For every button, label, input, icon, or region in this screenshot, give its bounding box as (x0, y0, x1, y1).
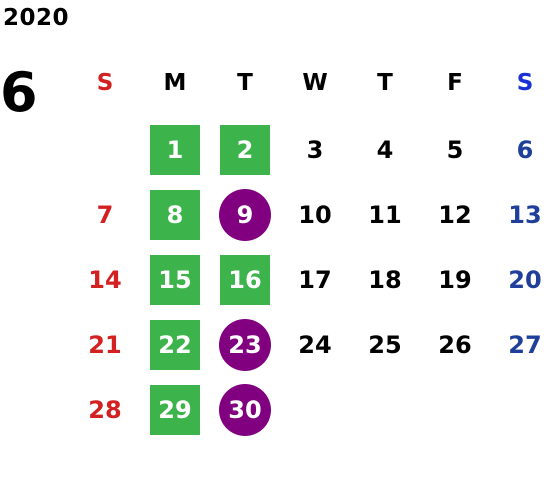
day-cell[interactable]: 12 (420, 190, 490, 240)
day-number: 16 (228, 266, 262, 294)
day-cell[interactable]: 5 (420, 125, 490, 175)
day-number: 23 (228, 331, 262, 359)
day-cell[interactable]: 14 (70, 255, 140, 305)
day-number: 26 (438, 331, 472, 359)
day-cell (350, 385, 420, 435)
day-cell[interactable]: 9 (210, 189, 280, 241)
day-number: 4 (376, 136, 394, 164)
day-cell[interactable]: 20 (490, 255, 548, 305)
day-number: 1 (166, 136, 184, 164)
day-cell[interactable]: 10 (280, 190, 350, 240)
day-cell[interactable]: 23 (210, 319, 280, 371)
day-cell[interactable]: 11 (350, 190, 420, 240)
day-cell[interactable]: 19 (420, 255, 490, 305)
day-number: 10 (298, 201, 332, 229)
day-cell (420, 385, 490, 435)
day-cell[interactable]: 6 (490, 125, 548, 175)
day-cell[interactable]: 21 (70, 320, 140, 370)
day-cell[interactable]: 29 (140, 385, 210, 435)
weekday-label: F (447, 70, 463, 96)
day-cell (490, 385, 548, 435)
day-cell[interactable]: 2 (210, 125, 280, 175)
weekday-header-monday: M (140, 58, 210, 108)
day-number: 24 (298, 331, 332, 359)
day-cell[interactable]: 22 (140, 320, 210, 370)
day-number: 21 (88, 331, 122, 359)
day-number: 27 (508, 331, 542, 359)
day-cell[interactable]: 27 (490, 320, 548, 370)
day-cell[interactable]: 25 (350, 320, 420, 370)
day-cell[interactable]: 17 (280, 255, 350, 305)
day-cell[interactable]: 16 (210, 255, 280, 305)
weekday-header-sunday: S (70, 58, 140, 108)
day-number: 9 (236, 201, 254, 229)
day-number: 3 (306, 136, 324, 164)
weekday-header-thursday: T (350, 58, 420, 108)
day-cell[interactable]: 1 (140, 125, 210, 175)
month-number: 6 (0, 61, 38, 124)
year-label: 2020 (3, 5, 70, 31)
day-cell[interactable]: 18 (350, 255, 420, 305)
day-number: 29 (158, 396, 192, 424)
day-cell[interactable]: 3 (280, 125, 350, 175)
day-cell[interactable]: 4 (350, 125, 420, 175)
weekday-header-tuesday: T (210, 58, 280, 108)
day-number: 22 (158, 331, 192, 359)
day-number: 18 (368, 266, 402, 294)
weekday-header-saturday: S (490, 58, 548, 108)
day-number: 20 (508, 266, 542, 294)
day-number: 14 (88, 266, 122, 294)
weekday-label: T (237, 70, 253, 96)
day-number: 5 (446, 136, 464, 164)
weekday-header-friday: F (420, 58, 490, 108)
day-cell[interactable]: 7 (70, 190, 140, 240)
day-cell[interactable]: 8 (140, 190, 210, 240)
day-number: 19 (438, 266, 472, 294)
day-number: 6 (516, 136, 534, 164)
weekday-label: T (377, 70, 393, 96)
day-number: 7 (96, 201, 114, 229)
weekday-label: W (302, 70, 328, 96)
day-number: 13 (508, 201, 542, 229)
day-number: 17 (298, 266, 332, 294)
weekday-label: S (96, 70, 114, 96)
day-cell[interactable]: 15 (140, 255, 210, 305)
weekday-header-wednesday: W (280, 58, 350, 108)
weekday-label: M (163, 70, 187, 96)
day-number: 25 (368, 331, 402, 359)
day-cell[interactable]: 28 (70, 385, 140, 435)
weekday-label: S (516, 70, 534, 96)
day-cell (70, 125, 140, 175)
day-cell[interactable]: 26 (420, 320, 490, 370)
day-cell (280, 385, 350, 435)
day-number: 15 (158, 266, 192, 294)
day-number: 30 (228, 396, 262, 424)
day-cell[interactable]: 13 (490, 190, 548, 240)
day-number: 2 (236, 136, 254, 164)
day-number: 8 (166, 201, 184, 229)
day-cell[interactable]: 24 (280, 320, 350, 370)
day-cell[interactable]: 30 (210, 384, 280, 436)
day-number: 28 (88, 396, 122, 424)
day-number: 12 (438, 201, 472, 229)
day-number: 11 (368, 201, 402, 229)
